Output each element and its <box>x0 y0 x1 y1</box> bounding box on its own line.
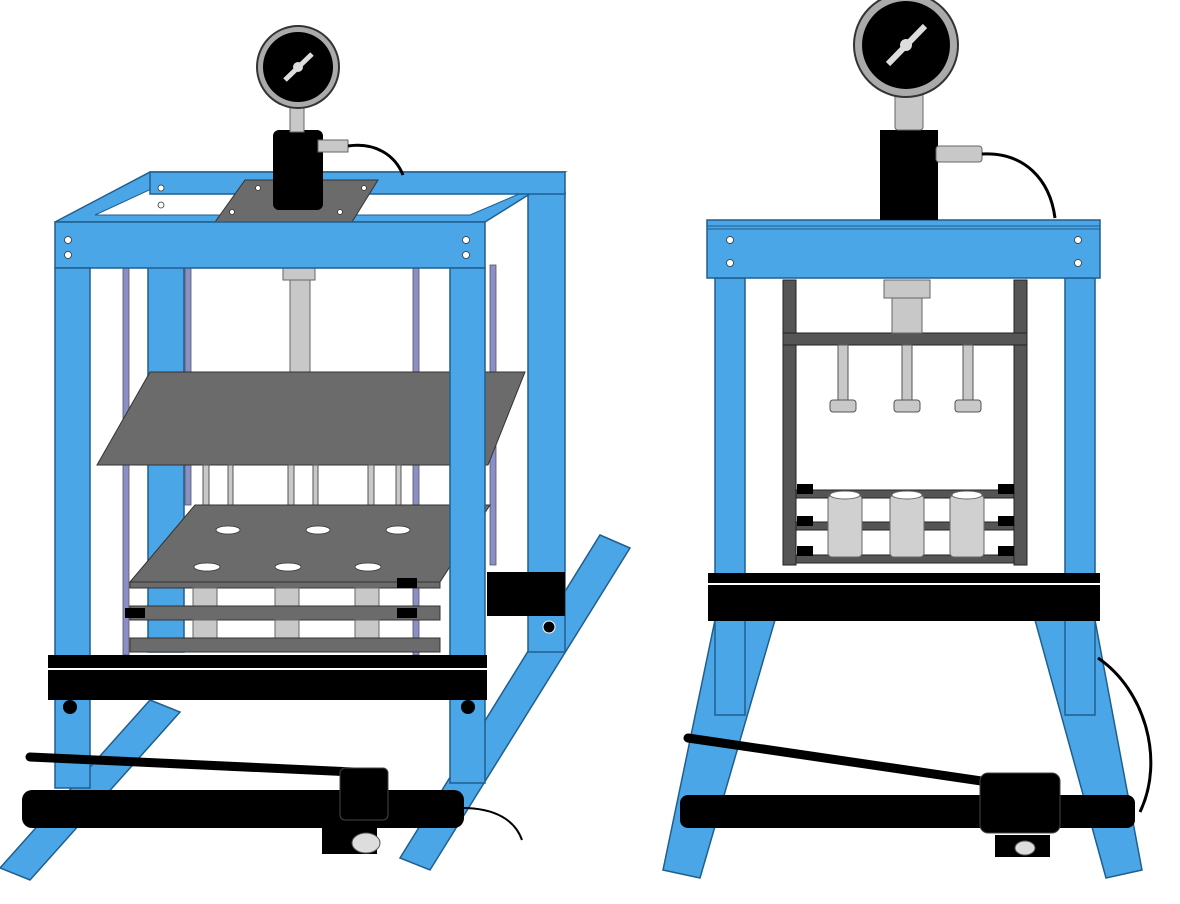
right-leg-right <box>1064 277 1096 579</box>
right-press <box>662 0 1153 879</box>
left-press <box>0 25 632 881</box>
right-hydraulic-cylinder <box>880 130 938 220</box>
pressure-gauge-icon <box>256 25 340 109</box>
die-plate-bottom <box>129 637 441 653</box>
punch-crossbar <box>782 332 1028 346</box>
back-base-beam <box>487 572 565 616</box>
ram <box>282 267 316 281</box>
hand-pump <box>22 752 523 854</box>
die-plate-middle <box>129 605 441 621</box>
moving-plate <box>96 371 526 466</box>
right-pressure-gauge-icon <box>853 0 959 98</box>
right-hand-pump <box>680 656 1153 857</box>
right-top-beam <box>706 219 1101 279</box>
right-punches <box>829 344 982 413</box>
right-leg-left <box>714 277 746 579</box>
front-top-beam <box>54 221 486 269</box>
front-base-beam <box>48 655 487 700</box>
right-base-beam <box>708 573 1100 621</box>
hydraulic-cylinder <box>273 130 323 210</box>
right-dies <box>827 490 985 558</box>
right-ram <box>883 279 931 299</box>
